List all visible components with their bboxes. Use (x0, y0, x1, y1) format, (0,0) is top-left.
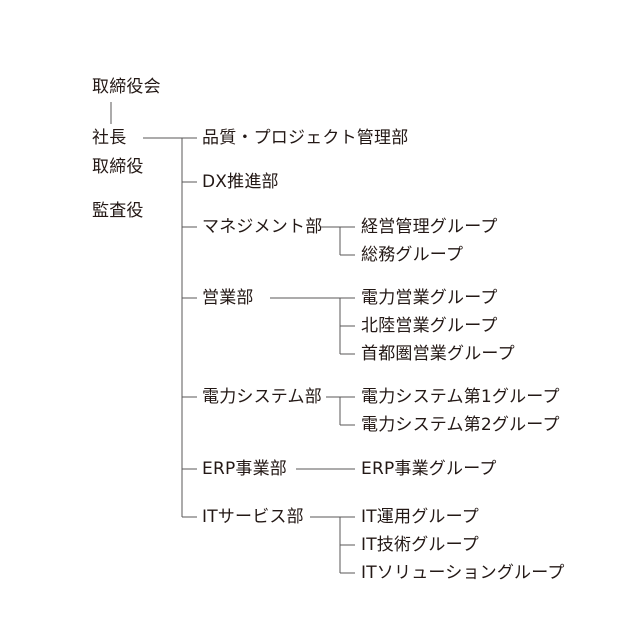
group-hokuriku-sales: 北陸営業グループ (361, 316, 498, 336)
president-label: 社長 (92, 128, 127, 148)
dept-power-system: 電力システム部 (202, 387, 322, 407)
group-erp: ERP事業グループ (361, 459, 497, 479)
group-general-affairs: 総務グループ (361, 245, 464, 265)
board-label: 取締役会 (92, 77, 161, 97)
group-management-planning: 経営管理グループ (361, 217, 498, 237)
dept-quality-pm: 品質・プロジェクト管理部 (202, 128, 409, 148)
group-it-technology: IT技術グループ (361, 535, 479, 555)
auditor-label: 監査役 (92, 201, 144, 221)
group-power-system-1: 電力システム第1グループ (361, 387, 560, 407)
director-label: 取締役 (92, 157, 144, 177)
dept-dx: DX推進部 (202, 172, 279, 192)
group-metropolitan-sales: 首都圏営業グループ (361, 344, 515, 364)
group-it-solutions: ITソリューショングループ (361, 563, 565, 583)
dept-it-service: ITサービス部 (202, 507, 304, 527)
group-power-system-2: 電力システム第2グループ (361, 415, 560, 435)
group-it-operations: IT運用グループ (361, 507, 479, 527)
dept-sales: 営業部 (202, 288, 254, 308)
dept-erp: ERP事業部 (202, 459, 288, 479)
group-power-sales: 電力営業グループ (361, 288, 498, 308)
dept-management: マネジメント部 (202, 217, 323, 237)
